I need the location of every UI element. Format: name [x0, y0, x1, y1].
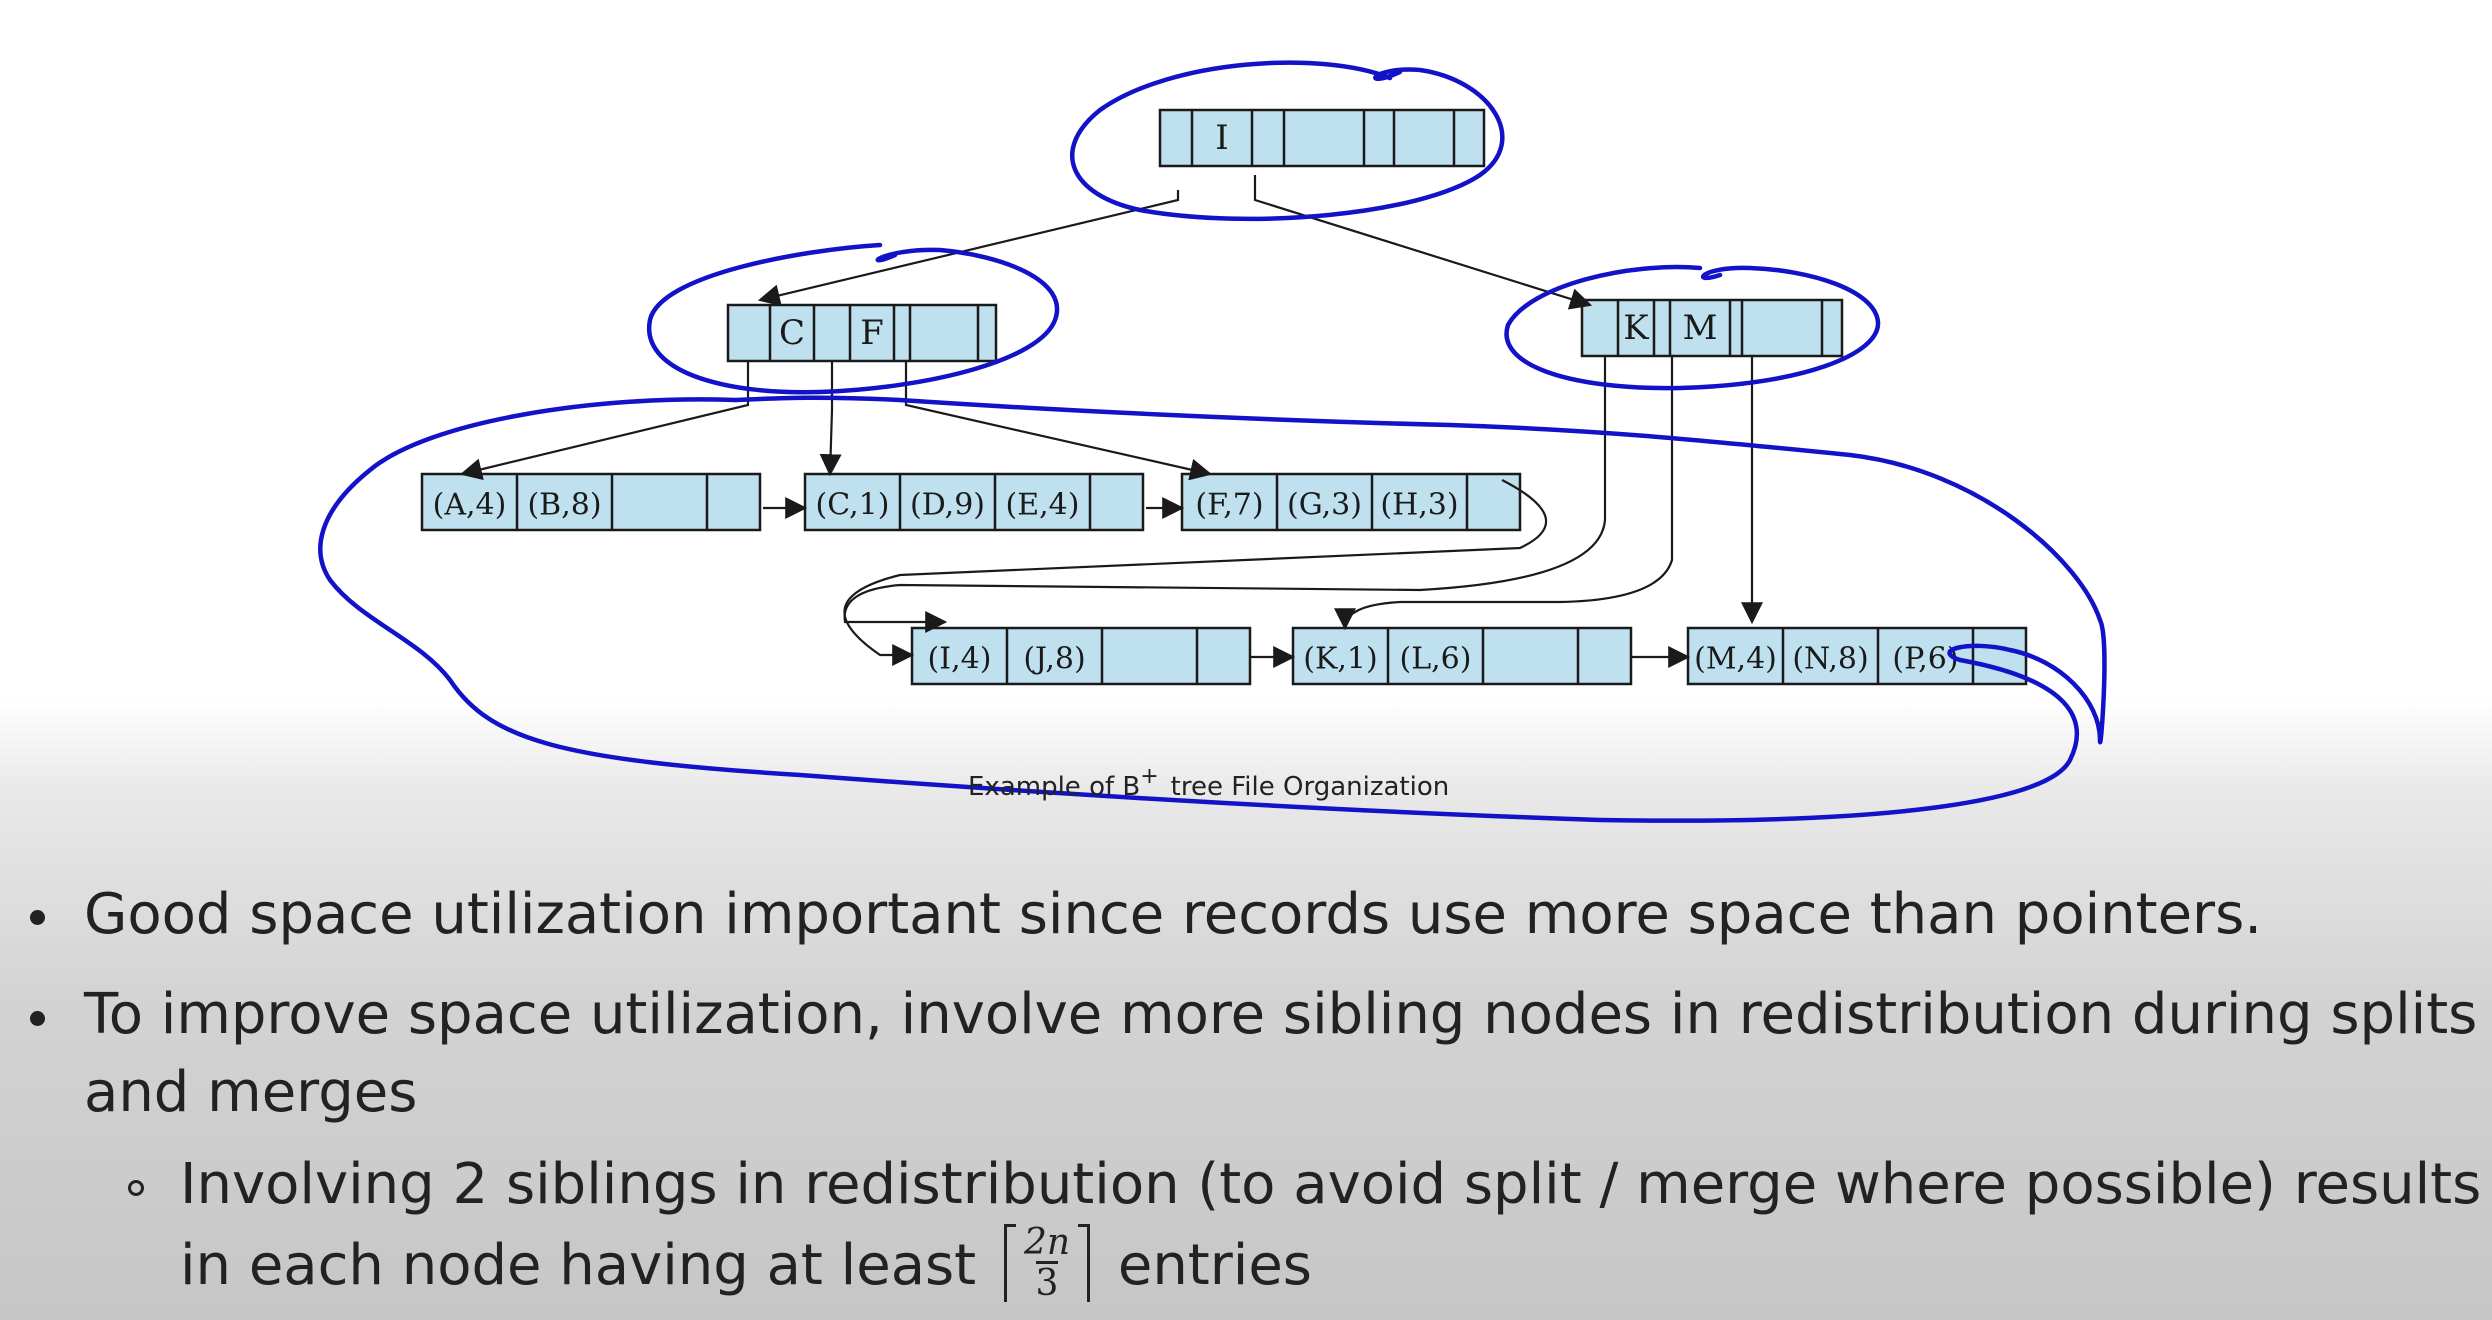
root-node-key: I: [1215, 118, 1228, 158]
tree-pointer-arrow: [843, 355, 1607, 633]
leaf-node-1-record: (A,4): [433, 487, 507, 522]
leaf-node-6-record: (M,4): [1694, 641, 1777, 676]
leaf-node-3: (F,7) (G,3) (H,3): [1180, 472, 1522, 532]
leaf-node-5-record: (K,1): [1303, 641, 1377, 676]
internal-node-left-key: C: [779, 313, 805, 353]
diagram-caption: Example of B+ tree File Organization: [968, 764, 1449, 802]
internal-node-right-key: K: [1623, 308, 1649, 348]
internal-node-left-key: F: [860, 313, 884, 353]
sub-bullet-1-line-2-prefix: in each node having at least: [180, 1233, 977, 1299]
pen-annotation-4: [318, 395, 2107, 823]
leaf-node-4-record: (I,4): [928, 641, 992, 676]
tree-pointer-arrow: [757, 190, 1180, 307]
leaf-node-3-record: (H,3): [1380, 487, 1458, 522]
tree-pointer-arrow: [819, 360, 842, 477]
bullet-item-2-line-1: To improve space utilization, involve mo…: [84, 982, 2478, 1047]
bullet-dot-1: [30, 910, 45, 925]
tree-pointer-arrow: [904, 360, 1213, 481]
pen-annotation-2: [646, 242, 1060, 395]
tree-pointer-arrow: [1253, 175, 1593, 310]
leaf-node-1-record: (B,8): [527, 487, 601, 522]
sub-bullet-1-line-2: in each node having at least 2n 3 entrie…: [180, 1224, 1312, 1308]
leaf-node-6-record: (N,8): [1792, 641, 1868, 676]
bullet-item-2-line-2: and merges: [84, 1060, 418, 1125]
caption-superscript: +: [1140, 764, 1158, 789]
ceiling-left-bracket: [1003, 1224, 1016, 1302]
leaf-node-3-record: (F,7): [1195, 487, 1263, 522]
leaf-node-2-record: (C,1): [816, 487, 890, 522]
pen-annotation-3: [1504, 264, 1881, 391]
leaf-node-2: (C,1) (D,9) (E,4): [803, 472, 1145, 532]
sub-bullet-1-line-1: Involving 2 siblings in redistribution (…: [180, 1152, 2482, 1217]
leaf-node-2-record: (D,9): [910, 487, 985, 522]
internal-node-right-key: M: [1683, 308, 1718, 348]
leaf-node-3-record: (G,3): [1287, 487, 1362, 522]
fraction-numerator: 2n: [1023, 1221, 1071, 1263]
pen-annotation-1: [1070, 60, 1505, 222]
bullet-item-1: Good space utilization important since r…: [84, 882, 2263, 947]
leaf-node-6-record: (P,6): [1892, 641, 1958, 676]
leaf-node-5-record: (L,6): [1400, 641, 1472, 676]
tree-pointer-arrow: [1334, 355, 1674, 631]
sub-bullet-1-line-2-suffix: entries: [1117, 1233, 1312, 1299]
leaf-node-4-record: (J,8): [1023, 641, 1085, 676]
tree-pointer-arrow: [459, 360, 750, 481]
ceiling-right-bracket: [1078, 1224, 1091, 1302]
root-node: I: [1158, 108, 1486, 168]
leaf-node-4: (I,4) (J,8): [910, 626, 1252, 686]
bullet-dot-2: [30, 1011, 45, 1026]
sub-bullet-ring-1: [128, 1180, 144, 1196]
caption-main: Example of B: [968, 772, 1140, 802]
caption-rest: tree File Organization: [1171, 772, 1450, 802]
leaf-node-5: (K,1) (L,6): [1291, 626, 1633, 686]
ceiling-fraction: 2n 3: [1003, 1221, 1091, 1304]
fraction: 2n 3: [1023, 1221, 1071, 1304]
fraction-denominator: 3: [1035, 1260, 1059, 1304]
leaf-node-1: (A,4) (B,8): [420, 472, 762, 532]
leaf-node-2-record: (E,4): [1006, 487, 1080, 522]
tree-pointer-arrow: [843, 479, 1548, 666]
